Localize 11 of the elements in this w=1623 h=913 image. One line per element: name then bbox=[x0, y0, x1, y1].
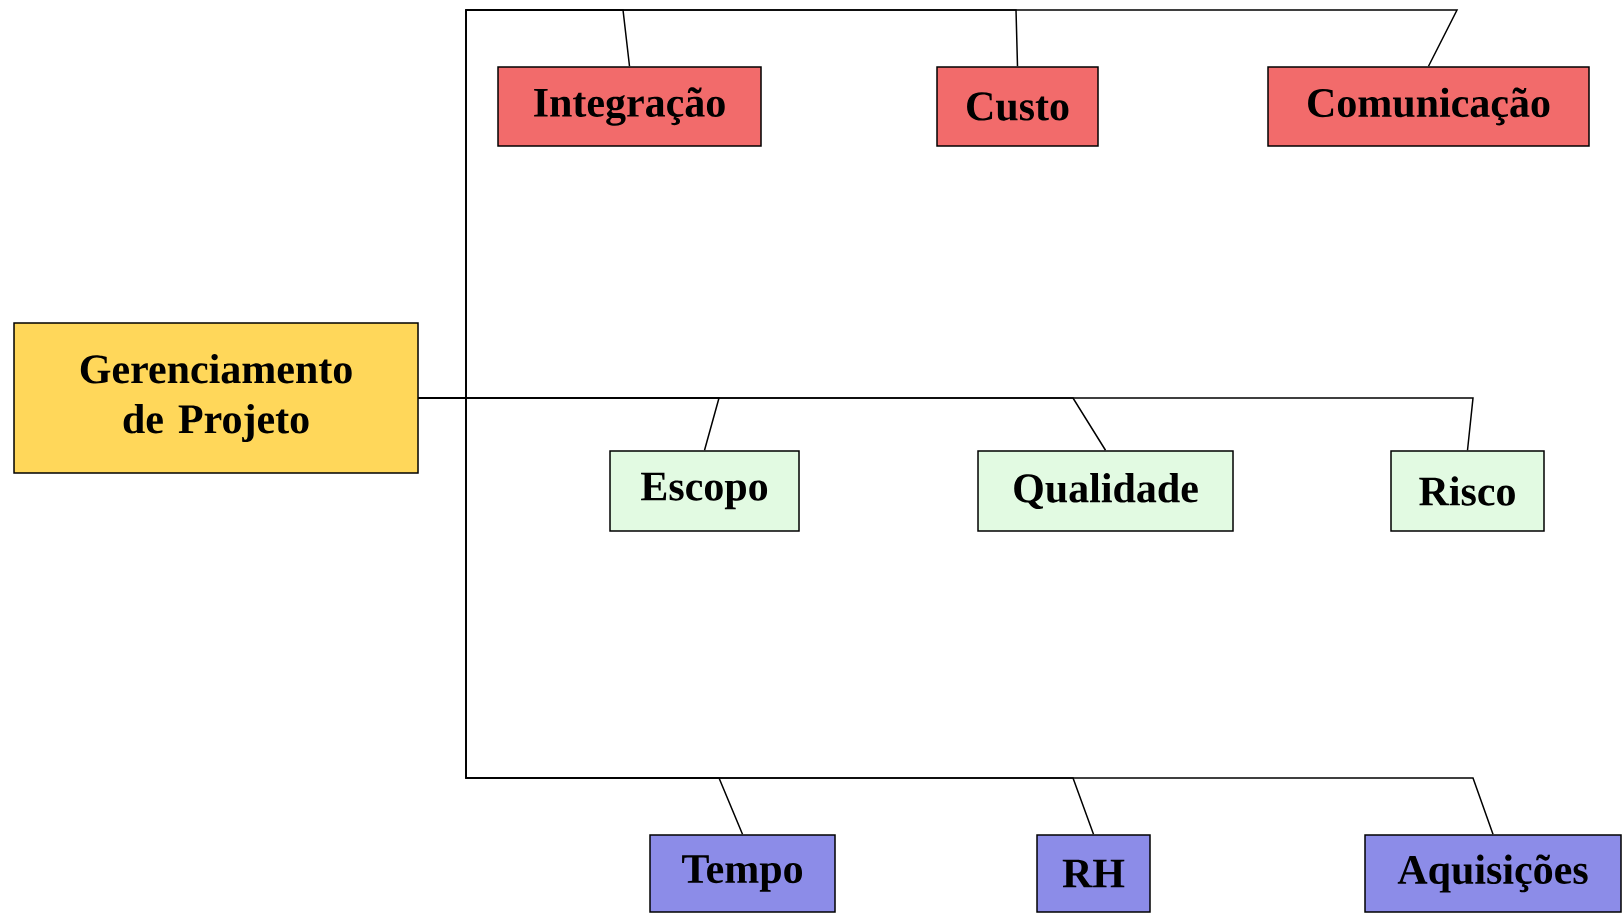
connector-line bbox=[418, 397, 1494, 835]
process-box: Comunicação bbox=[1267, 66, 1590, 147]
process-box: Qualidade bbox=[977, 450, 1234, 532]
process-box: Aquisições bbox=[1364, 834, 1622, 913]
process-box: Integração bbox=[497, 66, 762, 147]
process-box: Gerenciamento de Projeto bbox=[13, 322, 419, 474]
process-box: Risco bbox=[1390, 450, 1545, 532]
process-box: RH bbox=[1036, 834, 1151, 913]
process-box: Escopo bbox=[609, 450, 800, 532]
process-box: Tempo bbox=[649, 834, 836, 913]
process-box: Custo bbox=[936, 66, 1099, 147]
